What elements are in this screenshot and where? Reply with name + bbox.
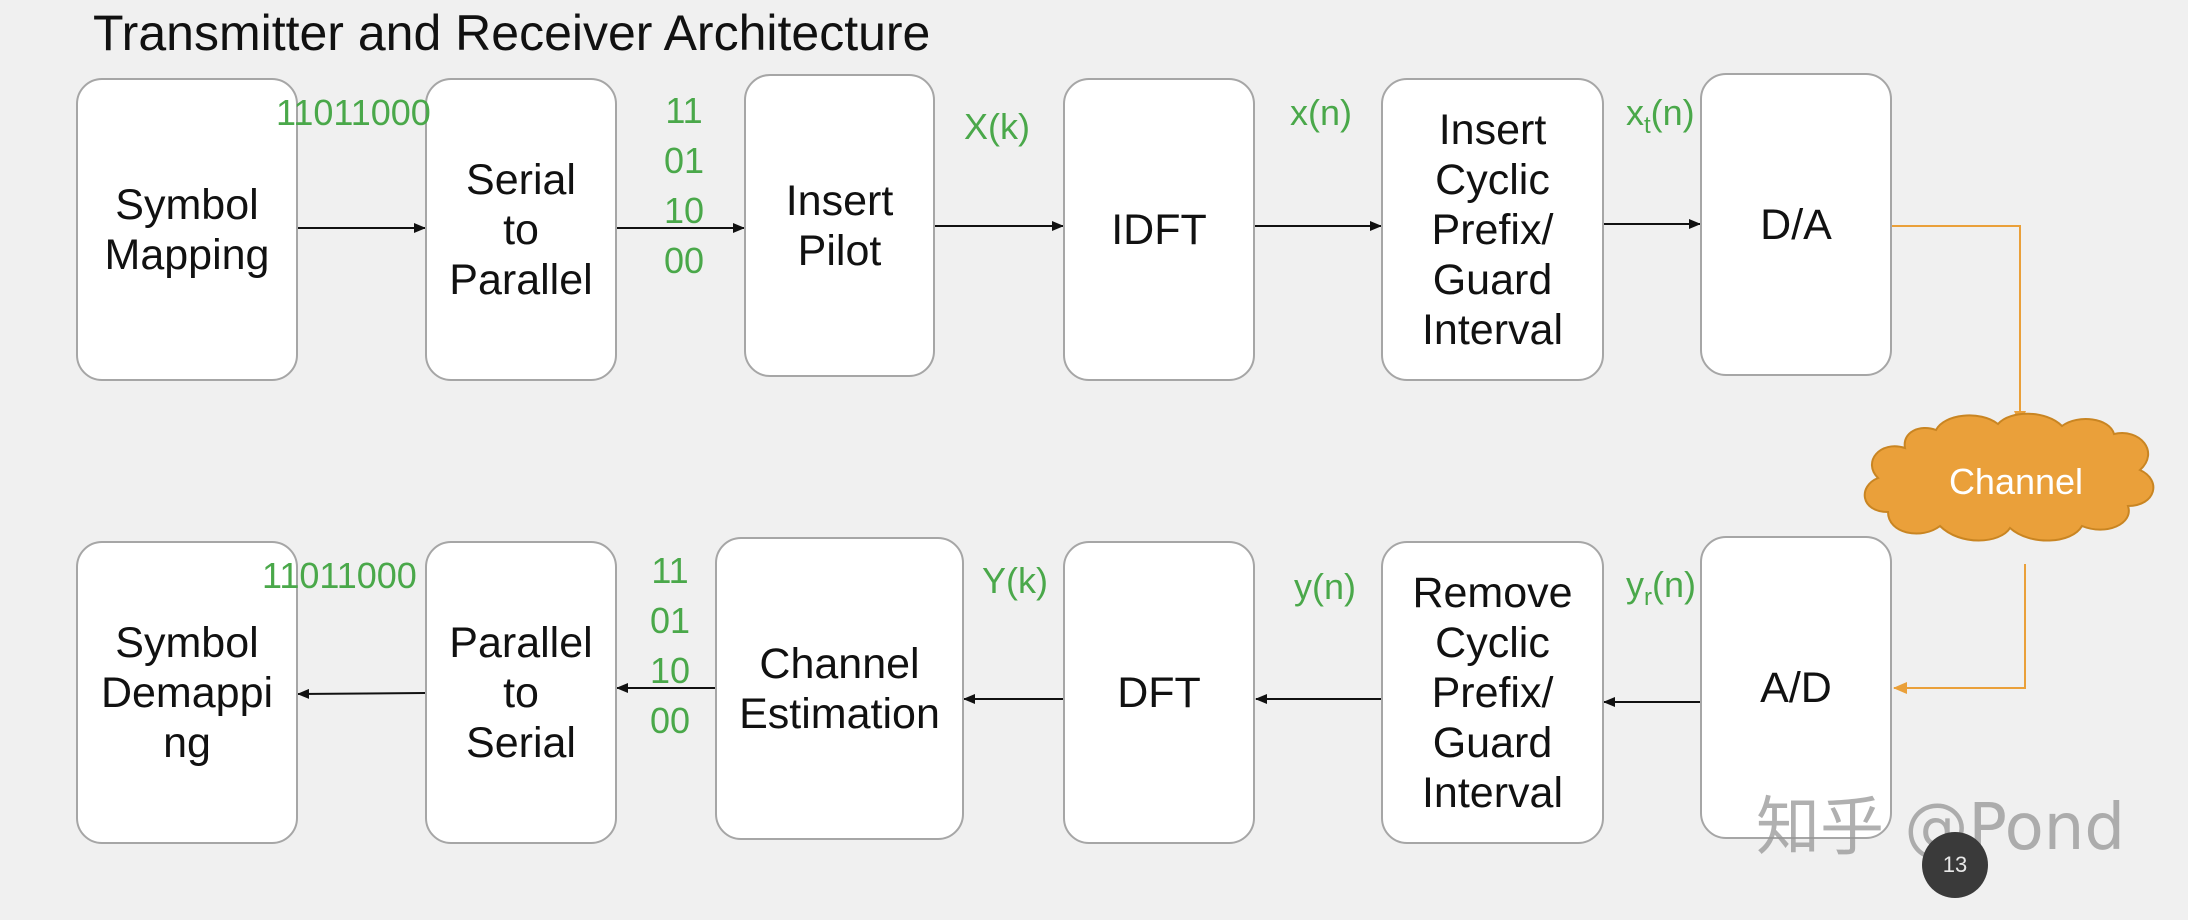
parallel-to-serial-label: Parallel to Serial bbox=[449, 618, 593, 767]
remove-cyclic-prefix-label: Remove Cyclic Prefix/ Guard Interval bbox=[1412, 568, 1573, 817]
dft-block: DFT bbox=[1063, 541, 1255, 844]
rx-bit-groups: 11 01 10 00 bbox=[642, 546, 698, 746]
signal-xt-label: xt(n) bbox=[1626, 88, 1695, 151]
parallel-to-serial-block: Parallel to Serial bbox=[425, 541, 617, 844]
remove-cyclic-prefix-block: Remove Cyclic Prefix/ Guard Interval bbox=[1381, 541, 1604, 844]
ad-converter-label: A/D bbox=[1760, 663, 1832, 712]
signal-xt-base: x bbox=[1626, 92, 1644, 133]
rx-bit-group: 11 bbox=[651, 550, 689, 591]
channel-estimation-block: Channel Estimation bbox=[715, 537, 964, 840]
symbol-mapping-block: Symbol Mapping bbox=[76, 78, 298, 381]
signal-yr-subscript: r bbox=[1644, 584, 1652, 611]
signal-Xk-label: X(k) bbox=[964, 106, 1030, 147]
tx-bit-group: 11 bbox=[665, 90, 703, 131]
arrow-channel-to-ad bbox=[1893, 564, 2026, 694]
signal-yr-base: y bbox=[1626, 564, 1644, 605]
arrow-p2s-to-demapping bbox=[297, 688, 426, 699]
tx-bit-group: 10 bbox=[663, 190, 705, 231]
insert-pilot-label: Insert Pilot bbox=[785, 176, 894, 275]
tx-bit-group: 00 bbox=[663, 240, 705, 281]
signal-xn-label: x(n) bbox=[1290, 92, 1352, 133]
symbol-mapping-label: Symbol Mapping bbox=[104, 180, 270, 279]
channel-label: Channel bbox=[1948, 461, 2084, 502]
rx-bitstream-label: 11011000 bbox=[262, 555, 417, 596]
da-converter-label: D/A bbox=[1760, 200, 1832, 249]
rx-bit-group: 00 bbox=[649, 700, 691, 741]
tx-bit-groups: 11 01 10 00 bbox=[656, 86, 712, 286]
signal-yr-tail: (n) bbox=[1652, 564, 1696, 605]
signal-xt-subscript: t bbox=[1644, 112, 1651, 139]
signal-yr-label: yr(n) bbox=[1626, 560, 1696, 623]
tx-bitstream-label: 11011000 bbox=[276, 92, 431, 133]
idft-label: IDFT bbox=[1111, 205, 1207, 254]
arrow-da-to-channel bbox=[1892, 225, 2026, 425]
idft-block: IDFT bbox=[1063, 78, 1255, 381]
serial-to-parallel-label: Serial to Parallel bbox=[449, 155, 593, 304]
symbol-demapping-block: Symbol Demappi ng bbox=[76, 541, 298, 844]
insert-pilot-block: Insert Pilot bbox=[744, 74, 935, 377]
ad-converter-block: A/D bbox=[1700, 536, 1892, 839]
dft-label: DFT bbox=[1117, 668, 1201, 717]
rx-bit-group: 10 bbox=[649, 650, 691, 691]
tx-bit-group: 01 bbox=[663, 140, 705, 181]
signal-yn-label: y(n) bbox=[1294, 566, 1356, 607]
serial-to-parallel-block: Serial to Parallel bbox=[425, 78, 617, 381]
insert-cyclic-prefix-label: Insert Cyclic Prefix/ Guard Interval bbox=[1421, 105, 1563, 354]
signal-Yk-label: Y(k) bbox=[982, 560, 1048, 601]
page-number-badge: 13 bbox=[1922, 832, 1988, 898]
symbol-demapping-label: Symbol Demappi ng bbox=[100, 618, 274, 767]
insert-cyclic-prefix-block: Insert Cyclic Prefix/ Guard Interval bbox=[1381, 78, 1604, 381]
slide-title: Transmitter and Receiver Architecture bbox=[93, 5, 931, 61]
signal-xt-tail: (n) bbox=[1650, 92, 1695, 133]
channel-cloud bbox=[1863, 412, 2155, 542]
channel-estimation-label: Channel Estimation bbox=[739, 639, 940, 738]
rx-bit-group: 01 bbox=[649, 600, 691, 641]
da-converter-block: D/A bbox=[1700, 73, 1892, 376]
